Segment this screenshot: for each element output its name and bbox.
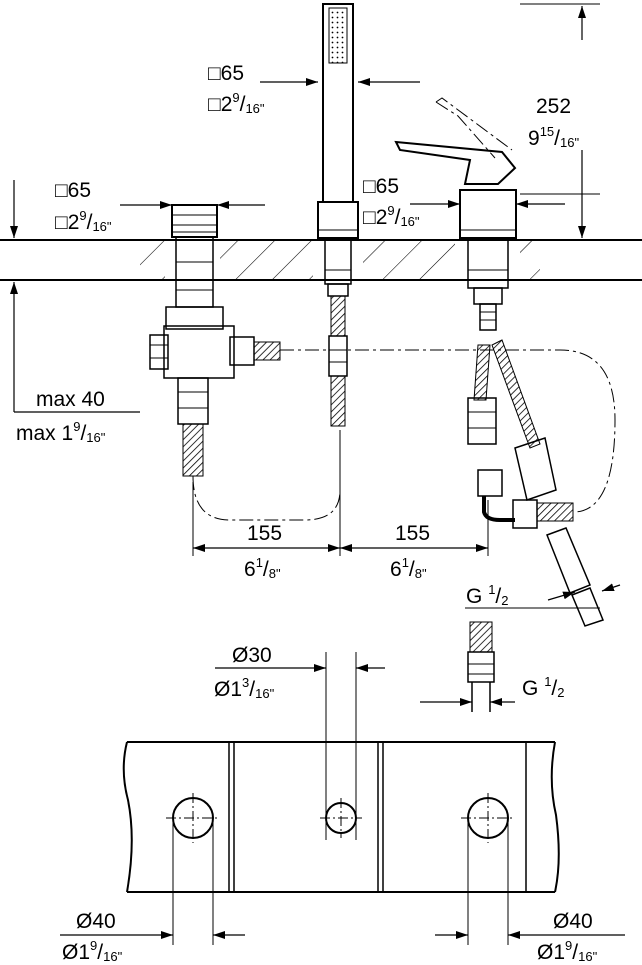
- spacing-right-metric-label: 155: [395, 522, 430, 545]
- connection-detail: G 1/2: [420, 621, 565, 712]
- left-square-dimension: □65 □29/16": [55, 179, 265, 234]
- height-imperial-label: 915/16": [528, 124, 579, 150]
- plan-view: Ø30 Ø13/16": [60, 644, 625, 964]
- center-hole-imperial-label: Ø13/16": [214, 675, 275, 701]
- spout-square-imperial-label: □29/16": [208, 90, 265, 116]
- deck-section: [0, 239, 642, 281]
- thread-upper-dimension: G 1/2: [465, 582, 621, 609]
- spout-square-dimension: □65 □29/16": [208, 62, 420, 116]
- spacing-dimensions: 155 61/8" 155 61/8": [192, 430, 489, 581]
- center-hole-dimension: Ø30 Ø13/16": [214, 644, 385, 840]
- spacing-left-imperial-label: 61/8": [244, 555, 281, 581]
- left-hole-imperial-label: Ø19/16": [62, 938, 123, 964]
- left-valve-body: [149, 204, 281, 477]
- right-square-metric-label: □65: [363, 175, 399, 198]
- spacing-left-metric-label: 155: [247, 522, 282, 545]
- spacing-right-imperial-label: 61/8": [390, 555, 427, 581]
- right-hole-imperial-label: Ø19/16": [537, 938, 598, 964]
- right-square-imperial-label: □29/16": [363, 203, 420, 229]
- left-hole-dimension: Ø40 Ø19/16": [60, 818, 245, 964]
- mounting-holes: [166, 793, 515, 843]
- right-mixer: [394, 97, 604, 627]
- deck-thickness-metric-label: max 40: [36, 388, 105, 411]
- left-square-imperial-label: □29/16": [55, 208, 112, 234]
- thread-upper-label: G 1/2: [466, 582, 509, 608]
- left-square-metric-label: □65: [55, 179, 91, 202]
- height-dimension: 252 915/16": [520, 3, 600, 238]
- elevation-view: 252 915/16" □65 □29/16" □65 □29/16" □65 …: [0, 3, 642, 627]
- spout-square-metric-label: □65: [208, 62, 244, 85]
- right-hole-metric-label: Ø40: [553, 910, 593, 933]
- deck-thickness-imperial-label: max 19/16": [16, 419, 106, 445]
- deck-plate: [122, 741, 560, 893]
- center-hole-metric-label: Ø30: [232, 644, 272, 667]
- thread-lower-label: G 1/2: [522, 674, 565, 700]
- right-hole-dimension: Ø40 Ø19/16": [435, 818, 625, 964]
- height-metric-label: 252: [536, 95, 571, 118]
- left-hole-metric-label: Ø40: [76, 910, 116, 933]
- right-square-dimension: □65 □29/16": [363, 175, 565, 229]
- hand-shower: [317, 3, 359, 427]
- hose-routing-lines: [192, 349, 616, 521]
- deck-thickness-dimension: max 40 max 19/16": [10, 180, 140, 445]
